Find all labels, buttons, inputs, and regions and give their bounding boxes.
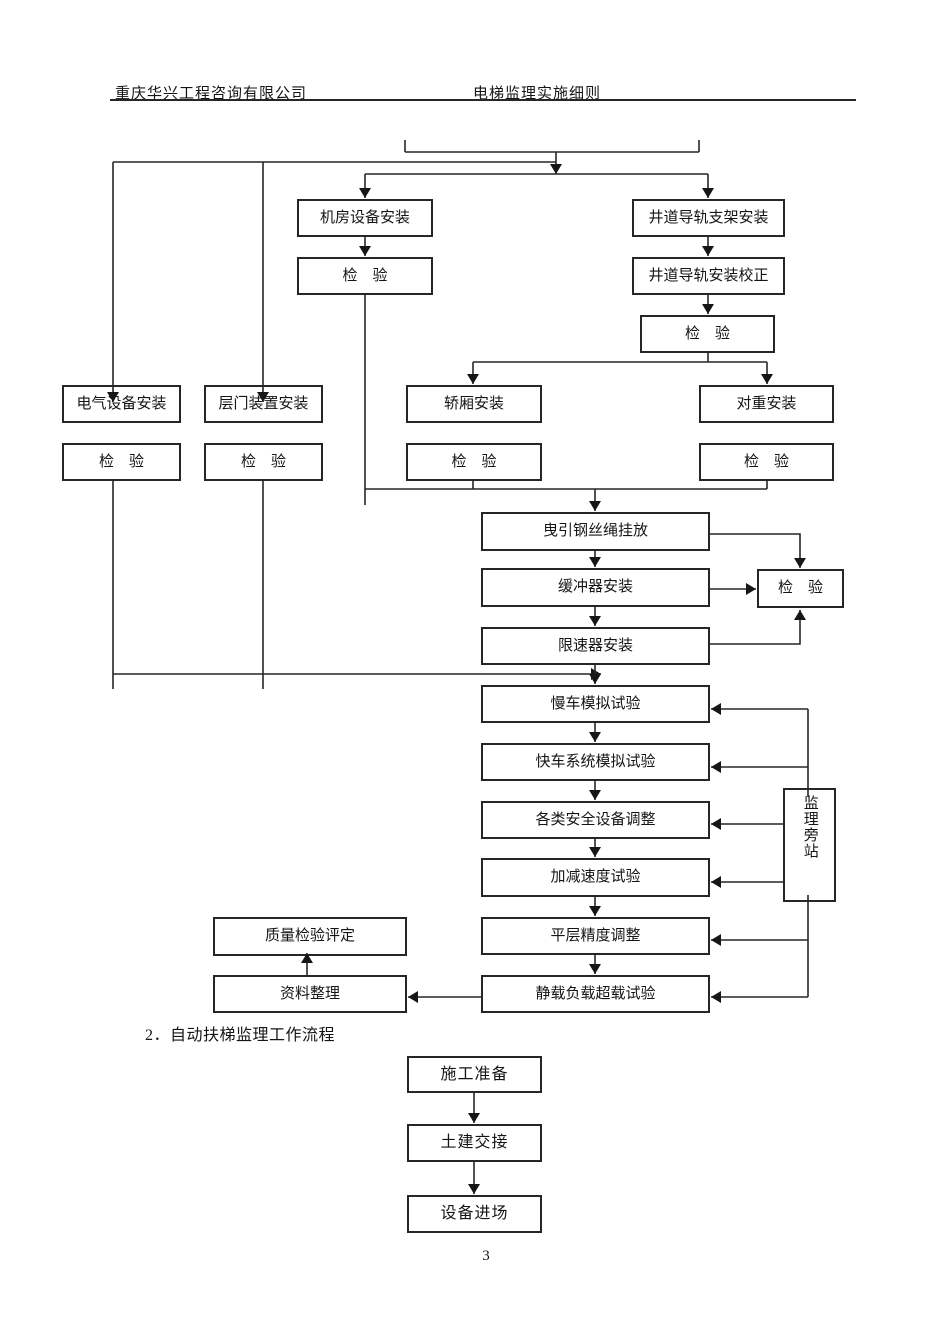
node-slow-car-test: 慢车模拟试验	[481, 685, 710, 723]
node-counterweight-check: 检 验	[699, 443, 834, 481]
node-static-load-test: 静载负载超载试验	[481, 975, 710, 1013]
node-buffer-check: 检 验	[757, 569, 844, 608]
header-document-title: 电梯监理实施细则	[473, 86, 602, 102]
node-equipment-entry: 设备进场	[407, 1195, 542, 1233]
node-data-organize: 资料整理	[213, 975, 407, 1013]
escalator-section-title: 2．自动扶梯监理工作流程	[145, 1027, 336, 1044]
witness-vertical-text: 监理旁站	[801, 795, 818, 859]
node-electrical-install: 电气设备安装	[62, 385, 181, 423]
node-safety-adjust: 各类安全设备调整	[481, 801, 710, 839]
node-witness-supervision: 监理旁站	[783, 788, 836, 902]
page-number: 3	[482, 1248, 490, 1264]
node-car-install: 轿厢安装	[406, 385, 542, 423]
node-construction-prep: 施工准备	[407, 1056, 542, 1093]
node-civil-handover: 土建交接	[407, 1124, 542, 1162]
header-rule	[110, 99, 856, 101]
node-car-check: 检 验	[406, 443, 542, 481]
node-landing-door-check: 检 验	[204, 443, 323, 481]
node-buffer-install: 缓冲器安装	[481, 568, 710, 607]
node-accel-decel-test: 加减速度试验	[481, 858, 710, 897]
node-shaft-check: 检 验	[640, 315, 775, 353]
node-machine-room-install: 机房设备安装	[297, 199, 433, 237]
node-fast-car-test: 快车系统模拟试验	[481, 743, 710, 781]
header-company-name: 重庆华兴工程咨询有限公司	[115, 86, 308, 102]
node-rope-hanging: 曳引钢丝绳挂放	[481, 512, 710, 551]
node-shaft-bracket-install: 井道导轨支架安装	[632, 199, 785, 237]
node-shaft-rail-align: 井道导轨安装校正	[632, 257, 785, 295]
node-counterweight-install: 对重安装	[699, 385, 834, 423]
node-governor-install: 限速器安装	[481, 627, 710, 665]
node-electrical-check: 检 验	[62, 443, 181, 481]
node-landing-door-install: 层门装置安装	[204, 385, 323, 423]
node-leveling-adjust: 平层精度调整	[481, 917, 710, 955]
node-quality-eval: 质量检验评定	[213, 917, 407, 956]
node-machine-room-check: 检 验	[297, 257, 433, 295]
